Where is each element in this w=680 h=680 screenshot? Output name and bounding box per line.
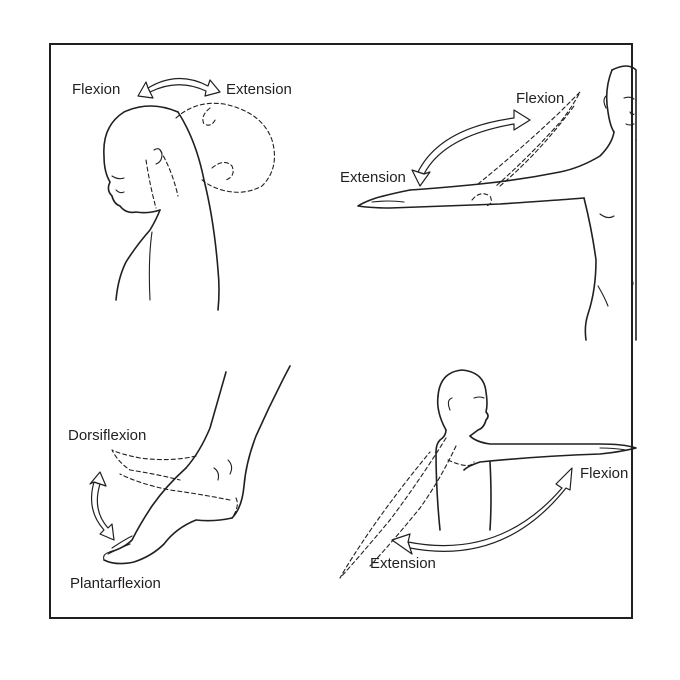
ankle-panel: Dorsiflexion Plantarflexion xyxy=(68,365,291,592)
neck-panel: Flexion Extension xyxy=(72,77,292,311)
shoulder-abduction-panel: Flexion Extension xyxy=(340,65,637,341)
ankle-dorsiflexion-label: Dorsiflexion xyxy=(68,427,146,444)
shoulder-side-double-arrow xyxy=(411,109,531,187)
shoulder-side-flexion-label: Flexion xyxy=(516,90,564,107)
shoulder-front-double-arrow xyxy=(391,467,573,555)
neck-extension-label: Extension xyxy=(226,81,292,98)
shoulder-side-extension-label: Extension xyxy=(340,169,406,186)
shoulder-front-extension-label: Extension xyxy=(370,555,436,572)
shoulder-front-figure xyxy=(339,369,637,579)
ankle-plantarflexion-label: Plantarflexion xyxy=(70,575,161,592)
neck-flexion-label: Flexion xyxy=(72,81,120,98)
diagram-border xyxy=(49,43,633,619)
shoulder-front-flexion-label: Flexion xyxy=(580,465,628,482)
ankle-figure xyxy=(103,365,291,565)
shoulder-side-figure xyxy=(357,65,637,341)
shoulder-flexion-panel: Flexion Extension xyxy=(339,369,637,579)
ankle-double-arrow xyxy=(89,471,115,541)
neck-figure xyxy=(103,102,275,311)
neck-double-arrow xyxy=(137,77,221,99)
